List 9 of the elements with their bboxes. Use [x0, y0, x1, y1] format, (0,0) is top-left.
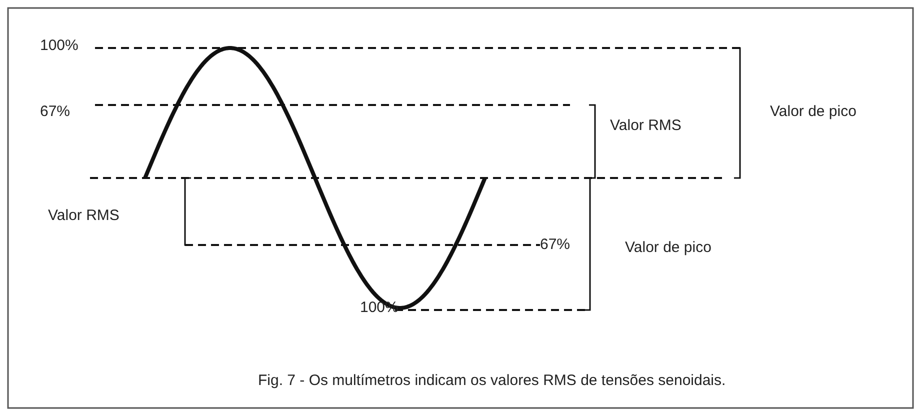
- bracket-label: Valor RMS: [610, 117, 682, 135]
- bracket-label: Valor de pico: [770, 103, 856, 121]
- bracket-label: Valor de pico: [625, 239, 712, 257]
- percent-label: 67%: [540, 236, 570, 254]
- percent-label: 67%: [40, 103, 70, 121]
- figure-caption: Fig. 7 - Os multímetros indicam os valores RMS de tensões senoidais.: [258, 372, 726, 390]
- percent-label: 100%: [360, 299, 398, 317]
- bracket-label: Valor RMS: [48, 207, 120, 225]
- percent-label: 100%: [40, 37, 78, 55]
